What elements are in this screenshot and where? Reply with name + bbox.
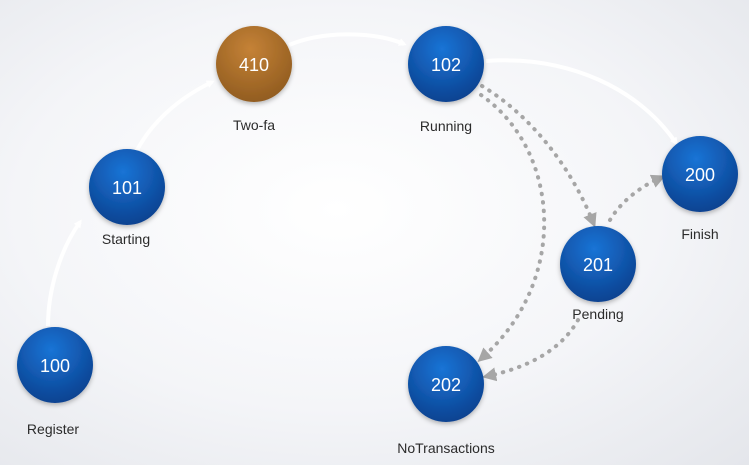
edge-running-finish <box>485 58 678 146</box>
node-pending-label: Pending <box>572 306 624 322</box>
edge-running-notransactions <box>477 93 547 362</box>
node-notransactions-circle <box>408 346 484 422</box>
edge-starting-two-fa <box>134 80 215 153</box>
node-pending[interactable]: 201 <box>560 226 636 302</box>
edges-layer <box>46 32 678 382</box>
node-starting-circle <box>89 149 165 225</box>
node-running-code: 102 <box>431 55 461 75</box>
node-pending-code: 201 <box>583 255 613 275</box>
node-finish-circle <box>662 136 738 212</box>
node-register-circle <box>17 327 93 403</box>
node-two-fa[interactable]: 410 <box>216 26 292 102</box>
node-notransactions-code: 202 <box>431 375 461 395</box>
node-finish[interactable]: 200 <box>662 136 738 212</box>
node-running[interactable]: 102 <box>408 26 484 102</box>
node-finish-label: Finish <box>681 226 719 242</box>
node-two-fa-label: Two-fa <box>232 117 276 133</box>
node-pending-circle <box>560 226 636 302</box>
node-register-code: 100 <box>40 356 70 376</box>
edge-two-fa-running <box>288 32 407 47</box>
node-notransactions-label: NoTransactions <box>397 440 495 456</box>
node-notransactions[interactable]: 202 <box>408 346 484 422</box>
node-running-circle <box>408 26 484 102</box>
edge-pending-finish <box>608 174 666 222</box>
node-starting-label: Starting <box>101 231 151 247</box>
node-two-fa-code: 410 <box>239 55 269 75</box>
edge-register-starting <box>46 219 82 327</box>
node-running-label: Running <box>419 118 473 134</box>
node-finish-code: 200 <box>685 165 715 185</box>
edge-running-pending <box>480 84 597 228</box>
node-register-label: Register <box>26 421 80 437</box>
node-starting[interactable]: 101 <box>89 149 165 225</box>
node-two-fa-circle <box>216 26 292 102</box>
node-starting-code: 101 <box>112 178 142 198</box>
node-register[interactable]: 100 <box>17 327 93 403</box>
edge-pending-notransactions <box>482 318 580 382</box>
